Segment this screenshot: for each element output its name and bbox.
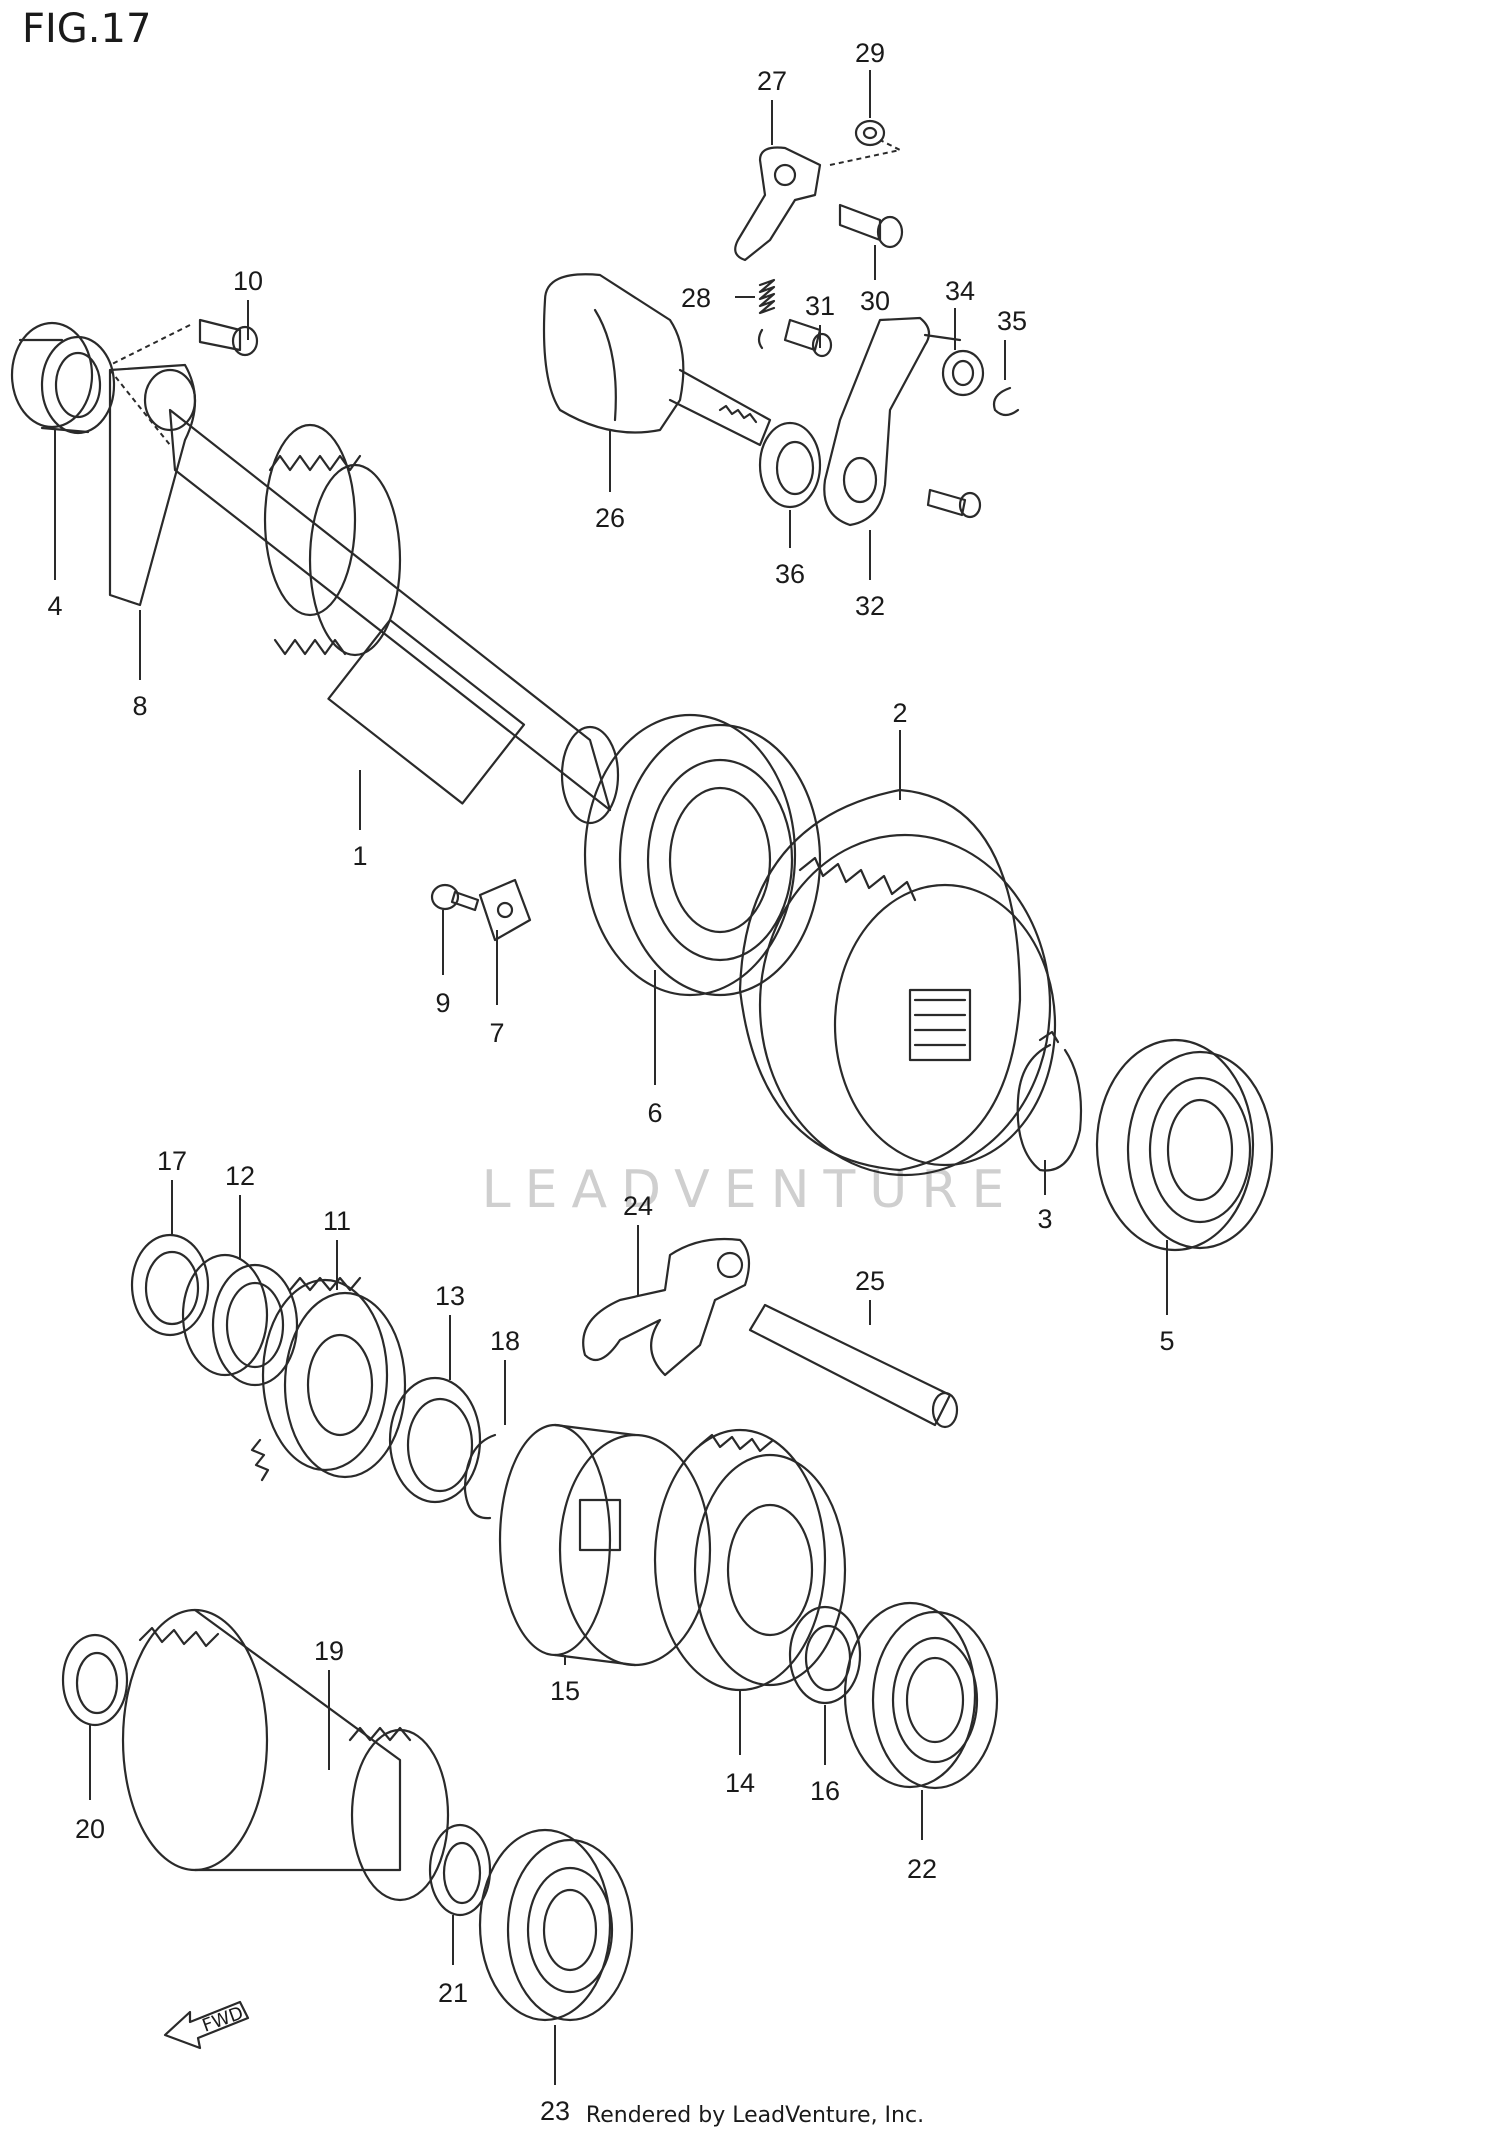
- part-7-plate: [478, 878, 532, 942]
- callout-16: 16: [810, 1776, 840, 1806]
- part-15-gear: [498, 1423, 712, 1667]
- callout-13: 13: [435, 1281, 465, 1311]
- figure-title: FIG.17: [22, 6, 151, 52]
- part-35-circlip: [992, 386, 1020, 417]
- part-26-shift-drum: [542, 273, 772, 447]
- callout-36: 36: [775, 559, 805, 589]
- part-10-bolt: [198, 318, 259, 357]
- forward-arrow-label: FWD: [200, 2003, 247, 2037]
- callout-22: 22: [907, 1854, 937, 1884]
- callout-2: 2: [892, 698, 907, 728]
- callout-15: 15: [550, 1676, 580, 1706]
- callout-32: 32: [855, 591, 885, 621]
- part-5-ball-bearing: [1095, 1038, 1274, 1252]
- part-23-ball-bearing: [478, 1828, 634, 2022]
- leader-lines: [54, 70, 1168, 2085]
- callout-19: 19: [314, 1636, 344, 1666]
- callout-31: 31: [805, 291, 835, 321]
- part-12-bushing: [181, 1253, 299, 1387]
- callout-18: 18: [490, 1326, 520, 1356]
- part-17-washer: [130, 1233, 210, 1337]
- callout-4: 4: [47, 591, 62, 621]
- callout-17: 17: [157, 1146, 187, 1176]
- part-30-bolt: [838, 203, 904, 249]
- part-27-shift-arm: [734, 146, 822, 262]
- callout-12: 12: [225, 1161, 255, 1191]
- callout-10: 10: [233, 266, 263, 296]
- part-29-washer: [854, 119, 886, 147]
- callout-7: 7: [489, 1018, 504, 1048]
- callout-28: 28: [681, 283, 711, 313]
- callout-29: 29: [855, 38, 885, 68]
- forward-arrow-icon: FWD: [163, 2000, 250, 2050]
- part-31-pin: [783, 318, 833, 358]
- part-24-shift-fork: [582, 1237, 751, 1377]
- callout-20: 20: [75, 1814, 105, 1844]
- part-14-gear: [653, 1428, 847, 1692]
- part-28-spring: [757, 278, 776, 350]
- callout-1: 1: [352, 841, 367, 871]
- part-4-needle-bearing: [10, 321, 116, 435]
- part-21-washer: [428, 1823, 492, 1917]
- callout-34: 34: [945, 276, 975, 306]
- part-8-retainer-plate: [108, 363, 197, 607]
- part-6-ball-bearing: [583, 713, 822, 997]
- part-18-circlip: [463, 1433, 497, 1520]
- callout-26: 26: [595, 503, 625, 533]
- callout-27: 27: [757, 66, 787, 96]
- callout-21: 21: [438, 1978, 468, 2008]
- footer-credit: Rendered by LeadVenture, Inc.: [586, 2103, 924, 2128]
- callout-11: 11: [323, 1206, 351, 1236]
- part-13-washer: [388, 1376, 482, 1504]
- callout-3: 3: [1037, 1204, 1052, 1234]
- watermark: LEADVENTURE: [482, 1160, 1019, 1220]
- part-9-bolt: [430, 883, 480, 912]
- callout-5: 5: [1159, 1326, 1174, 1356]
- callout-9: 9: [435, 988, 450, 1018]
- part-16-washer: [788, 1605, 862, 1705]
- part-11-gear: [250, 1276, 407, 1482]
- callout-30: 30: [860, 286, 890, 316]
- part-1-drive-shaft: [168, 408, 620, 825]
- part-20-washer: [61, 1633, 129, 1727]
- callout-35: 35: [997, 306, 1027, 336]
- part-19-countershaft: [121, 1608, 450, 1902]
- part-22-ball-bearing: [843, 1601, 999, 1790]
- part-2-large-gear: [738, 788, 1057, 1177]
- callout-25: 25: [855, 1266, 885, 1296]
- part-25-fork-shaft: [748, 1303, 959, 1429]
- callout-23: 23: [540, 2096, 570, 2126]
- callout-numbers: 1 2 3 4 5 6 7 8 9 10 11 12 13 14 15 16 1…: [47, 38, 1174, 2126]
- callout-6: 6: [647, 1098, 662, 1128]
- part-32-shift-lever: [823, 316, 982, 527]
- part-36-oil-seal: [758, 421, 822, 509]
- callout-14: 14: [725, 1768, 755, 1798]
- part-3-circlip: [1016, 1030, 1083, 1172]
- callout-8: 8: [132, 691, 147, 721]
- part-34-washer: [941, 349, 985, 397]
- callout-24: 24: [623, 1191, 653, 1221]
